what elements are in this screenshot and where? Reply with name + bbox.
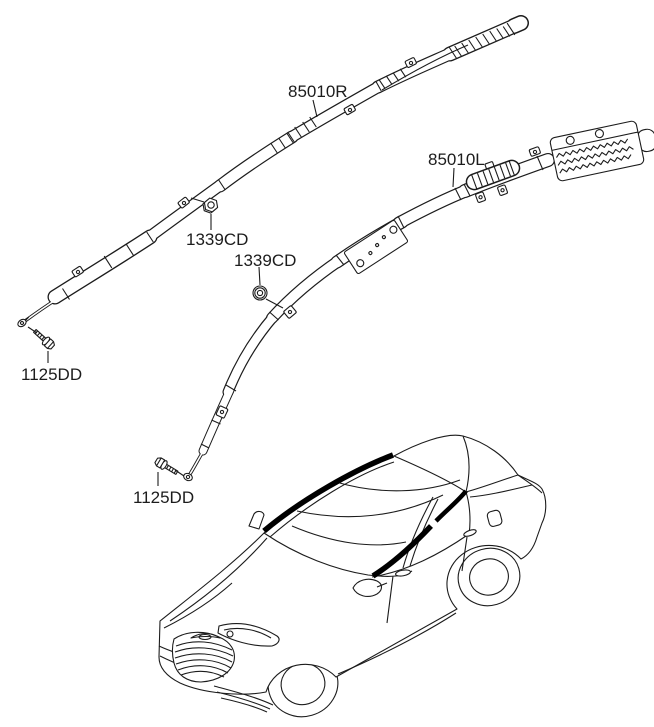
leader-lines (27, 99, 455, 486)
mounting-nut-upper (202, 197, 219, 214)
tether-bolt-left (33, 329, 55, 350)
mounting-clip (283, 305, 297, 319)
callout-labels: 85010R 85010L 1339CD 1339CD 1125DD 1125D… (21, 82, 485, 507)
label-85010R: 85010R (288, 82, 348, 101)
seam-rings-right (62, 22, 516, 300)
mounting-clip (215, 405, 229, 419)
tether-bolt-lower (154, 457, 179, 475)
tether-loop-left (183, 472, 193, 482)
grille (171, 631, 235, 683)
curtain-stripe-far-side-rear (434, 489, 468, 523)
curtain-airbag-left (183, 120, 654, 482)
car-lines (158, 435, 543, 713)
headlight (217, 623, 280, 647)
label-1125DD-lower: 1125DD (133, 488, 194, 507)
gas-guide-cylinder (465, 159, 521, 191)
mounting-bracket-plate (343, 219, 409, 275)
label-1125DD-left: 1125DD (21, 365, 82, 384)
hanging-clip (475, 191, 486, 203)
vehicle-illustration (158, 434, 547, 718)
curtain-airbag-right (17, 15, 529, 328)
label-1339CD-upper: 1339CD (186, 230, 248, 249)
brand-emblem (190, 632, 221, 641)
curtain-stripe-far-side (371, 524, 433, 579)
mounting-clip (177, 196, 190, 209)
mounting-clip (71, 265, 84, 278)
tether-loop-right (17, 316, 30, 328)
label-1339CD-lower: 1339CD (234, 251, 296, 270)
door-mirror (352, 578, 383, 597)
label-85010L: 85010L (428, 150, 485, 169)
far-mirror (248, 510, 265, 530)
mounting-clip (343, 104, 356, 116)
diffuser-line (381, 44, 469, 91)
inflator-knurl-texture (556, 138, 634, 174)
inflator-left (549, 120, 654, 182)
inflator-hatch-right (454, 26, 511, 57)
curtain-stripe-near-side (262, 452, 394, 534)
mounting-clip (528, 146, 541, 157)
hanging-clip (497, 184, 508, 196)
fabric-hatch-upper (378, 68, 407, 89)
mirror-stem (376, 582, 388, 588)
mounting-clip (404, 57, 417, 68)
front-door-handle (395, 569, 411, 577)
fabric-hatch-mid (270, 116, 317, 154)
seam-rings-left (200, 155, 544, 449)
mounting-washer-lower (252, 285, 268, 301)
rear-door-handle (463, 529, 477, 537)
rear-wheel (457, 547, 521, 607)
fuel-door (486, 509, 503, 527)
